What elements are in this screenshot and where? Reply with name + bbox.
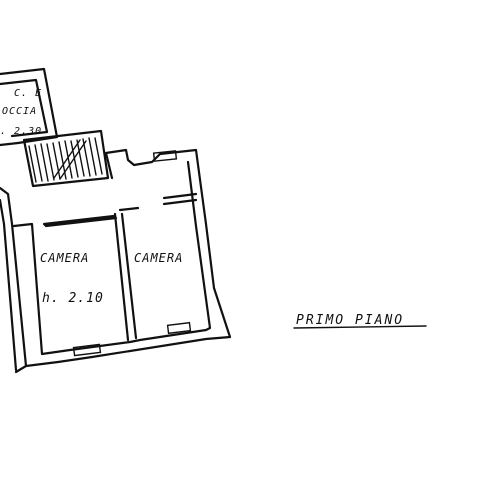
- stair-step: [34, 144, 43, 182]
- bedroom-divider-wall-inner: [120, 212, 138, 340]
- apartment-outer-wall: [0, 148, 232, 368]
- stair-step: [46, 143, 55, 181]
- stair-direction-line: [59, 140, 87, 180]
- apartment-walls: [0, 148, 232, 374]
- bathroom-label-line2: OCCIA: [2, 106, 37, 117]
- openings: [72, 150, 192, 357]
- bedroom-left-label: CAMERA: [40, 251, 89, 265]
- stair-step: [64, 140, 73, 179]
- stair-direction-line: [53, 139, 81, 179]
- window-right-bedroom: [166, 321, 192, 335]
- bathroom-walls: [0, 67, 59, 147]
- stair-step: [82, 138, 91, 177]
- floor-title: PRIMO PIANO: [296, 313, 404, 328]
- bathroom-label-line1: C. E: [14, 88, 42, 99]
- apartment-left-outer-wall: [0, 198, 18, 372]
- bathroom-bottom-wall: [0, 141, 20, 147]
- floor-title-underline: [293, 325, 427, 329]
- right-partition: [162, 198, 198, 206]
- bathroom-height-label: . 2.30: [0, 126, 42, 137]
- apartment-corner: [14, 364, 28, 374]
- stair-step: [40, 143, 49, 182]
- partition-stub: [118, 206, 140, 212]
- window-top-right: [152, 150, 178, 162]
- bedroom-right-label: CAMERA: [134, 251, 183, 265]
- window-left-bedroom: [72, 343, 102, 357]
- stair-step: [28, 145, 37, 183]
- right-partition-inner: [162, 192, 198, 200]
- stair-step: [88, 137, 97, 176]
- bathroom-inner-wall: [0, 78, 49, 138]
- stair-step: [58, 141, 67, 180]
- stair-step: [94, 137, 103, 175]
- staircase-outline: [22, 129, 110, 188]
- stair-step: [76, 139, 85, 177]
- stair-step: [52, 142, 61, 180]
- bedroom-left-height-label: h. 2.10: [42, 291, 104, 306]
- apartment-inner-wall: [12, 160, 212, 356]
- bathroom-outer-wall: [0, 67, 59, 145]
- corridor-partition: [42, 214, 118, 228]
- bedroom-divider-wall: [113, 212, 130, 342]
- staircase: [22, 129, 110, 188]
- interior-partitions: [42, 192, 198, 342]
